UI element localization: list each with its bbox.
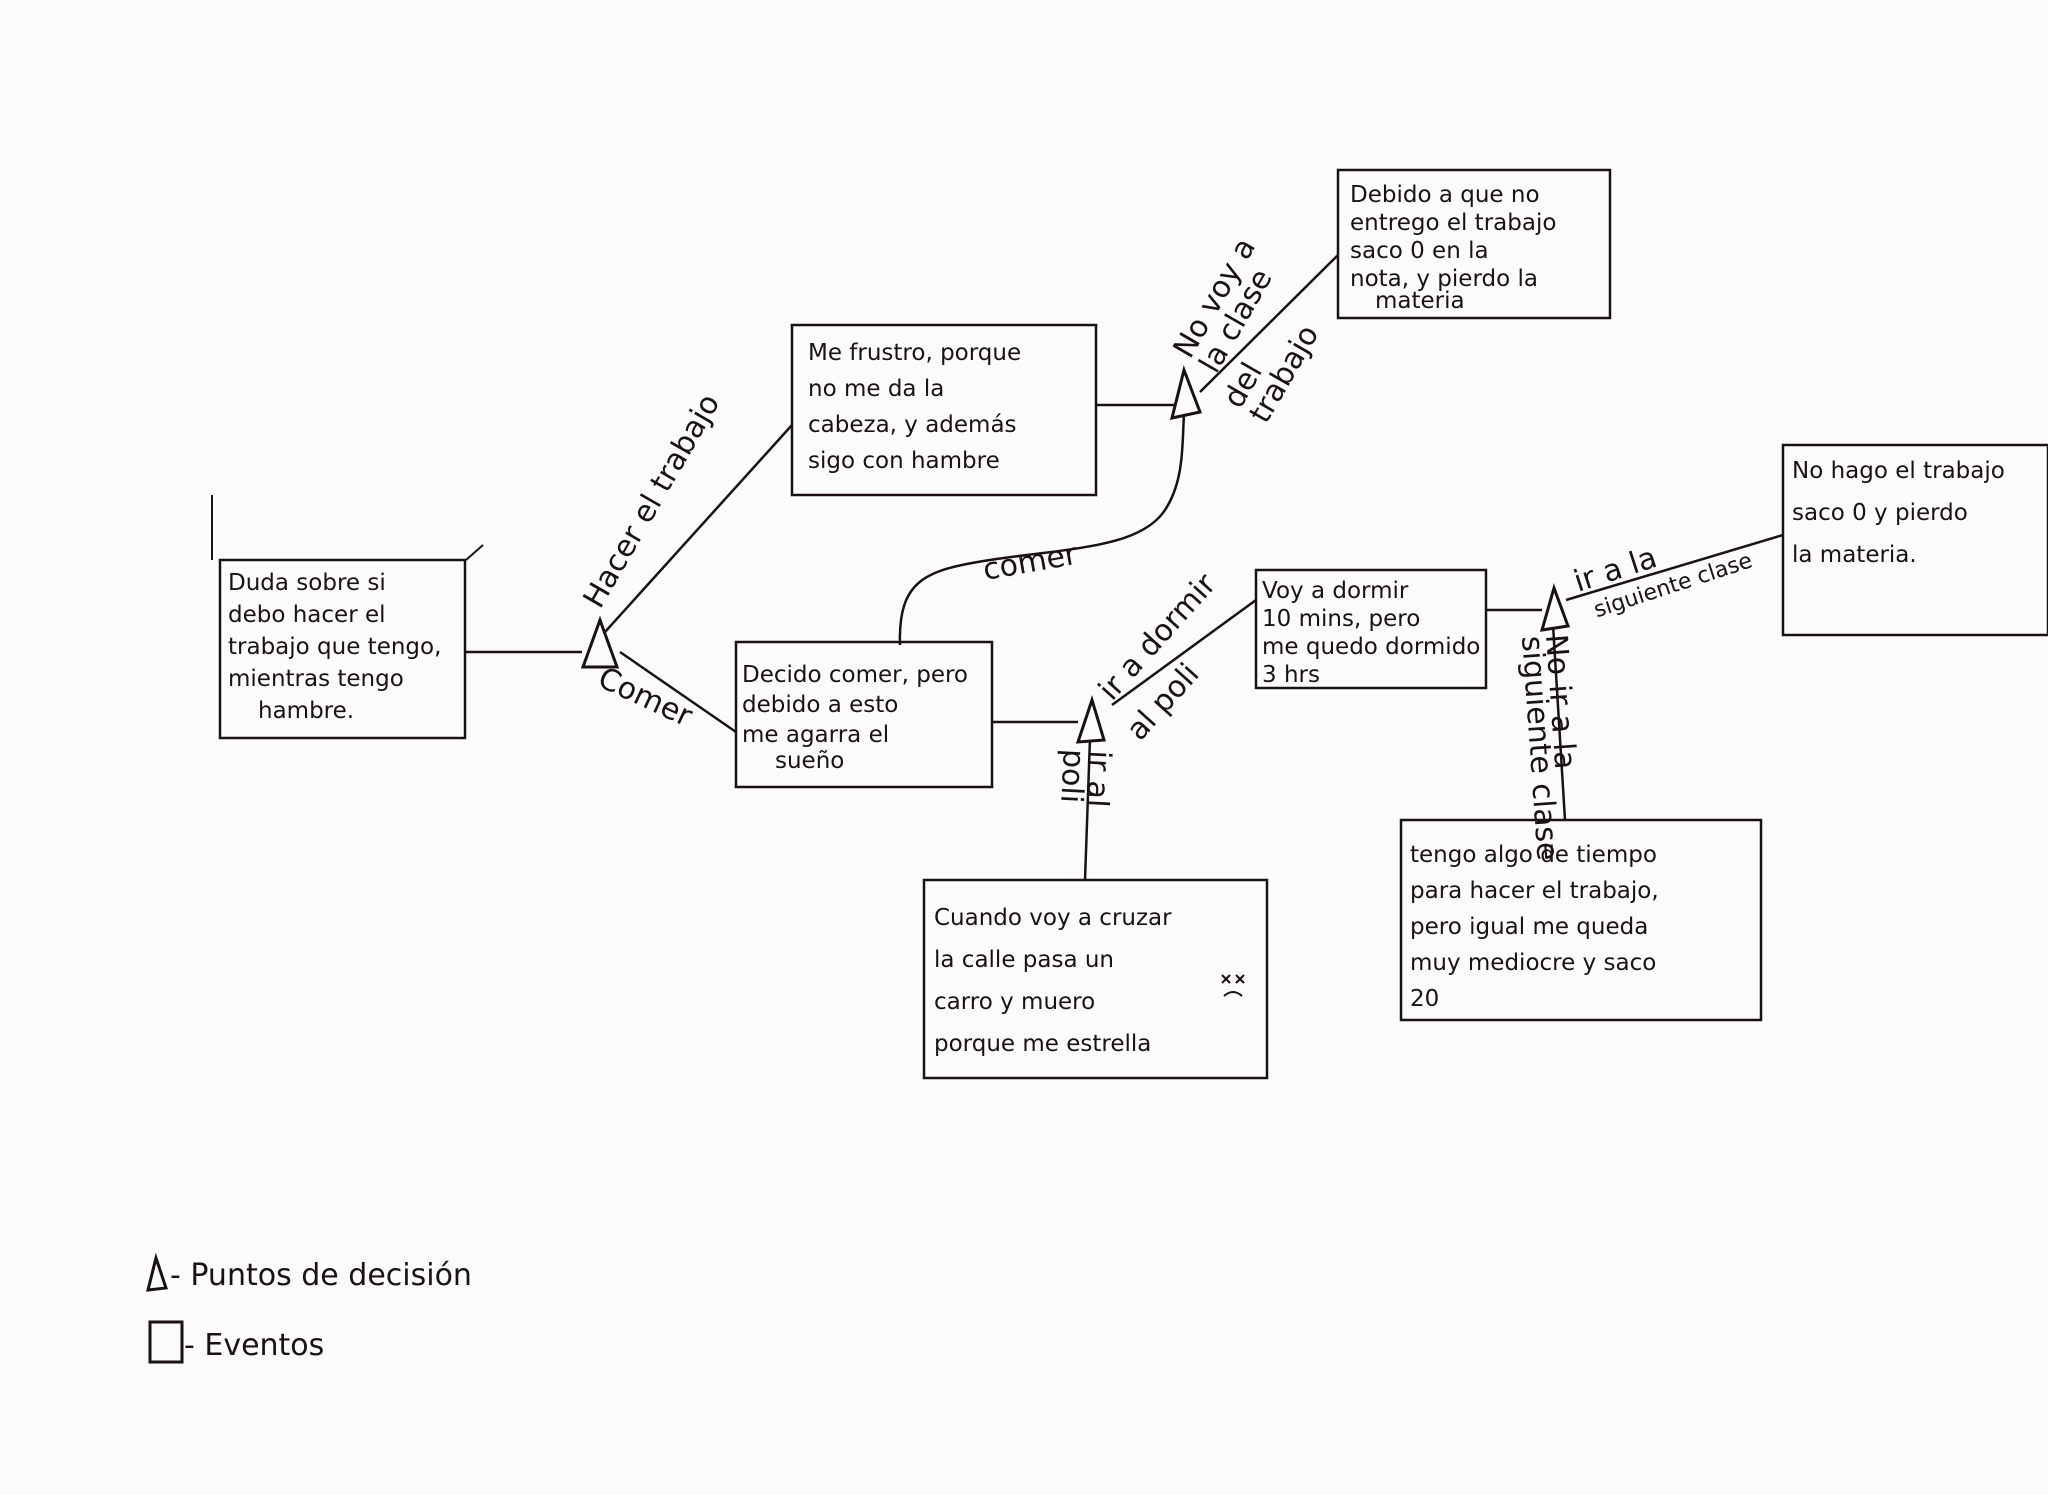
edge-label-comer-2: comer: [980, 537, 1080, 588]
connector: [619, 650, 737, 734]
edge-label-no-ir-siguiente: No ir a la siguiente clase: [1514, 633, 1589, 861]
event-box-start: [218, 558, 467, 740]
event-text-sleep: Voy a dormir 10 mins, pero me quedo dorm…: [1262, 578, 1488, 688]
event-text-eat-sleepy: Decido comer, pero debido a esto me agar…: [742, 662, 975, 774]
event-text-start: Duda sobre si debo hacer el trabajo que …: [228, 570, 449, 724]
event-box-frustrated: [790, 323, 1098, 497]
legend-decision-label: - Puntos de decisión: [170, 1258, 472, 1293]
connectors: [465, 254, 1784, 881]
event-box-eat-sleepy: [734, 640, 994, 789]
connector: [1199, 254, 1339, 393]
event-text-frustrated: Me frustro, porque no me da la cabeza, y…: [808, 340, 1028, 474]
edge-label-ir-siguiente: ir a la siguiente clase: [1570, 512, 1756, 626]
decision-triangle: [1169, 365, 1203, 420]
legend-triangle-icon: [146, 1252, 169, 1292]
event-box-die: [922, 878, 1269, 1080]
event-text-late-work: tengo algo de tiempo para hacer el traba…: [1410, 842, 1666, 1012]
event-boxes: [218, 168, 2048, 1080]
stray-mark: [465, 544, 484, 561]
connector: [1551, 624, 1567, 821]
event-box-sleep: [1254, 568, 1488, 690]
edge-label-ir-poli: ir al poli: [1053, 748, 1117, 818]
decision-triangle: [1539, 583, 1571, 632]
connector: [1565, 533, 1784, 602]
legend-box-icon: [148, 1320, 184, 1364]
connector: [1111, 598, 1257, 707]
legend-events-label: - Eventos: [184, 1328, 324, 1363]
event-box-fail-class: [1336, 168, 1612, 320]
event-text-no-work: No hago el trabajo saco 0 y pierdo la ma…: [1792, 458, 2012, 568]
event-box-late-work: [1399, 818, 1763, 1022]
event-text-die: Cuando voy a cruzar la calle pasa un car…: [934, 905, 1179, 1057]
edge-label-comer: Comer: [593, 661, 698, 735]
decision-triangle: [580, 615, 620, 669]
legend: - Puntos de decisión - Eventos: [146, 1252, 472, 1364]
decision-triangle: [1075, 695, 1106, 744]
event-text-fail-class: Debido a que no entrego el trabajo saco …: [1350, 182, 1564, 314]
connector: [1083, 737, 1092, 881]
event-box-no-work: [1781, 443, 2048, 637]
connector: [604, 424, 793, 633]
dead-face-doodle: [1221, 974, 1245, 997]
connector: [898, 414, 1186, 646]
decision-points: [580, 365, 1571, 744]
